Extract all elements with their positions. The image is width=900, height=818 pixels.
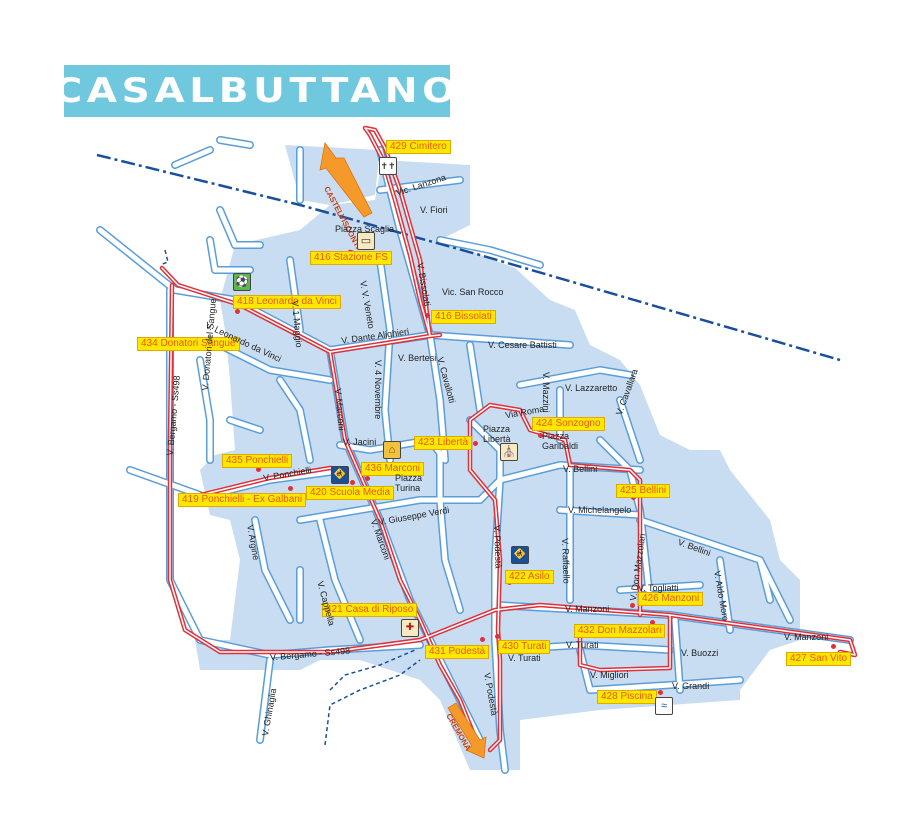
bus-stop-420[interactable]: 420 Scuola Media [306, 486, 395, 500]
street-label: V. Grandi [672, 681, 710, 691]
stop-dot[interactable] [495, 634, 500, 639]
dashed-paths [159, 249, 421, 746]
street-label: Piazza Turina [395, 473, 423, 493]
street-label: V. Bertesi [398, 353, 437, 363]
soccer-field-icon: ⚽ [233, 273, 251, 291]
stop-dot[interactable] [350, 480, 355, 485]
bus-stop-430[interactable]: 430 Turati [498, 640, 551, 654]
train-station-icon: ▭ [357, 232, 375, 250]
church-icon: ⛪ [500, 443, 518, 461]
bus-stop-426[interactable]: 426 Manzoni [638, 592, 704, 606]
bus-stop-436[interactable]: 436 Marconi [361, 462, 425, 476]
stop-dot[interactable] [425, 313, 430, 318]
street-label: V. Raffaello [560, 538, 572, 584]
street-label: V. Togliatti [638, 583, 679, 593]
page-title: CASALBUTTANO [53, 71, 461, 111]
street-label: V. Jacini [343, 437, 377, 447]
stop-dot[interactable] [256, 467, 261, 472]
street-label: V. Manzoni [565, 604, 610, 614]
street-label: V. Cesare Battisti [488, 340, 557, 350]
stop-dot[interactable] [538, 433, 543, 438]
bus-stop-435[interactable]: 435 Ponchielli [222, 454, 293, 468]
bus-stop-418[interactable]: 418 Leonardo da Vinci [233, 295, 341, 309]
stop-dot[interactable] [658, 690, 663, 695]
care-home-icon: ✚ [401, 619, 419, 637]
cemetery-icon: ✝✝ [379, 157, 397, 175]
title-banner: CASALBUTTANO [54, 65, 456, 117]
street-label: V. Manzoni [784, 632, 829, 642]
school-icon: 🚸 [511, 546, 529, 564]
bus-stop-432[interactable]: 432 Don Mazzolari [574, 624, 666, 638]
stop-dot[interactable] [630, 603, 635, 608]
bus-stop-434[interactable]: 434 Donatori Sangue [137, 337, 240, 351]
bus-stop-424[interactable]: 424 Sonzogno [532, 417, 605, 431]
town-hall-icon: ⌂ [383, 441, 401, 459]
bus-stop-423[interactable]: 423 Libertà [414, 436, 473, 450]
bus-stop-416-station[interactable]: 416 Stazione FS [310, 251, 392, 265]
swimming-pool-icon: ≈ [655, 697, 673, 715]
bus-stop-428[interactable]: 428 Piscina [597, 690, 657, 704]
stop-dot[interactable] [288, 486, 293, 491]
street-label: V. Fiori [420, 205, 448, 215]
bus-stop-419[interactable]: 419 Ponchielli - Ex Galbani [178, 493, 307, 507]
street-label: Piazza Libertà [483, 424, 511, 444]
railway-line [96, 153, 841, 362]
street-label: Vic. San Rocco [442, 287, 504, 297]
stop-dot[interactable] [473, 441, 478, 446]
bus-stop-422[interactable]: 422 Asilo [505, 570, 554, 584]
stop-dot[interactable] [235, 309, 240, 314]
street-label: V. Michelangelo [568, 505, 632, 515]
street-label: V. Turati [566, 640, 599, 650]
bus-stop-427[interactable]: 427 San Vito [786, 652, 852, 666]
street-label: V. Turati [508, 653, 541, 663]
school-icon: 🚸 [331, 466, 349, 484]
stop-dot[interactable] [365, 476, 370, 481]
street-label: Piazza Scaglia [335, 224, 395, 234]
street-label: V. Bellini [563, 464, 598, 474]
street-label: V. Migliori [590, 670, 629, 680]
street-label: V. Lazzaretto [565, 383, 618, 393]
stop-dot[interactable] [831, 644, 836, 649]
street-label: V. Buozzi [681, 648, 719, 658]
street-label: Piazza Garibaldi [542, 431, 579, 451]
bus-stop-429[interactable]: 429 Cimitero [386, 140, 451, 154]
bus-stop-421[interactable]: 421 Casa di Riposo [322, 603, 418, 617]
direction-arrows [319, 142, 487, 759]
bus-stop-425[interactable]: 425 Bellini [616, 484, 671, 498]
bus-stop-431[interactable]: 431 Podestà [425, 645, 490, 659]
street-label: V. 4 Novembre [373, 360, 383, 420]
bus-stop-416-bissolati[interactable]: 416 Bissolati [431, 310, 496, 324]
stop-dot[interactable] [650, 620, 655, 625]
street-label: V. Podestà [492, 525, 504, 569]
stop-dot[interactable] [480, 637, 485, 642]
